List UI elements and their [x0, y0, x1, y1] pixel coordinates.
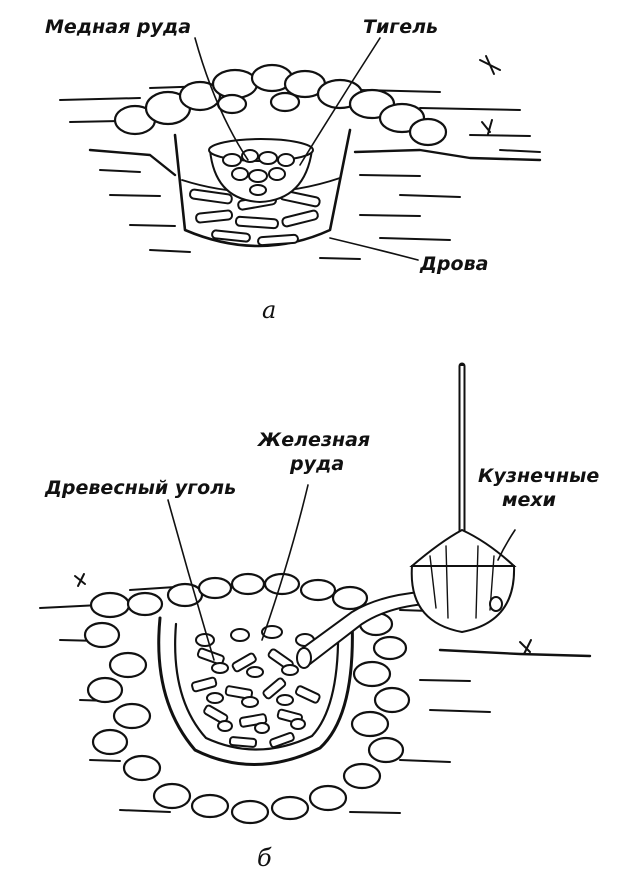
bellows [409, 362, 517, 634]
label-crucible: Тигель [363, 16, 438, 38]
label-bellows-line2: мехи [502, 489, 556, 511]
copper-ore-chunks [222, 149, 295, 196]
figure-b: Древесный уголь Железная руда Кузнечные … [39, 362, 599, 872]
pit-stones-a [113, 63, 448, 147]
label-iron-ore-line1: Железная [256, 429, 370, 451]
pit-bowl-b [157, 616, 354, 766]
figure-a: Медная руда Тигель Дрова а [45, 16, 542, 324]
label-copper-ore: Медная руда [45, 16, 191, 38]
caption-b: б [257, 844, 272, 872]
charcoal-pieces [191, 647, 321, 749]
iron-ore-pieces [195, 625, 315, 734]
label-charcoal: Древесный уголь [44, 477, 236, 499]
label-bellows-line1: Кузнечные [478, 465, 599, 487]
leader-lines-b [167, 484, 516, 661]
pit-stones-b [83, 572, 411, 825]
label-iron-ore-line2: руда [289, 453, 344, 475]
leader-lines-a [194, 37, 419, 261]
ground-hatching-a [59, 55, 542, 260]
label-firewood: Дрова [419, 253, 488, 275]
caption-a: а [262, 296, 276, 324]
